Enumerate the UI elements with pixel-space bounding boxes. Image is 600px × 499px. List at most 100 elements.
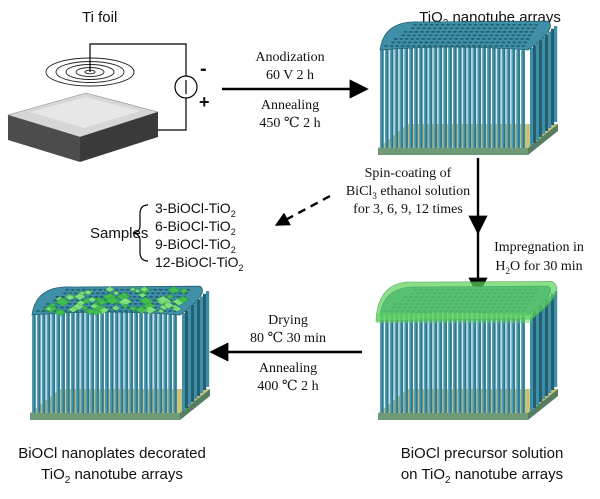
nanotube-shade xyxy=(68,312,70,413)
tube-opening xyxy=(534,23,539,26)
tube-opening xyxy=(429,23,434,26)
tube-opening xyxy=(510,45,515,47)
tube-opening xyxy=(528,23,533,26)
sample-item: 12-BiOCl-TiO2 xyxy=(155,254,244,273)
nanotube xyxy=(548,296,552,393)
nanotube-shade xyxy=(82,311,85,413)
nanotube-shade xyxy=(455,46,457,148)
samples-label: Samples xyxy=(90,225,148,242)
tube-opening xyxy=(471,27,476,30)
nanotube-highlight xyxy=(424,311,425,413)
nanotube-highlight xyxy=(463,46,464,149)
nanotube-highlight xyxy=(409,312,411,413)
biocl-nanoplate xyxy=(45,306,53,312)
biocl-nanoplate xyxy=(139,296,153,305)
tube-opening xyxy=(45,303,50,305)
tube-opening xyxy=(436,30,441,33)
tube-opening xyxy=(492,38,497,40)
tube-opening xyxy=(469,30,474,33)
tube-opening xyxy=(474,30,479,33)
tube-opening xyxy=(435,23,440,26)
tube-opening xyxy=(432,38,437,40)
nanotube-highlight xyxy=(521,50,523,148)
tube-opening xyxy=(404,38,409,40)
tube-opening xyxy=(517,23,522,26)
nanotube-highlight xyxy=(502,313,503,413)
biocl-nanoplate xyxy=(49,302,57,307)
tube-opening xyxy=(402,41,407,44)
nanotube-shade xyxy=(494,47,496,149)
nanotube xyxy=(191,304,195,402)
nanotube xyxy=(200,296,204,393)
nanotube-shade xyxy=(102,311,104,413)
nanotube-shade xyxy=(87,311,89,413)
tube-opening xyxy=(130,299,135,302)
nanotube-highlight xyxy=(443,46,445,149)
nanotube-shade xyxy=(464,311,467,413)
polarity-minus: - xyxy=(200,58,207,80)
tube-opening xyxy=(473,23,478,26)
tube-opening xyxy=(73,292,78,295)
tube-opening xyxy=(155,303,160,305)
tube-opening xyxy=(502,30,507,33)
tube-opening xyxy=(463,30,468,33)
step4-drying: Drying 80 ℃ 30 min Annealing 400 ℃ 2 h xyxy=(209,313,362,394)
nanotube-shade xyxy=(459,311,462,413)
substrate-side xyxy=(528,124,558,155)
tube-opening xyxy=(447,30,452,33)
nanotube-shade xyxy=(445,46,447,149)
tube-opening xyxy=(393,38,398,40)
nanotube-highlight xyxy=(511,314,513,413)
tube-opening xyxy=(80,310,84,312)
nanotube-shade xyxy=(141,312,143,413)
biocl-nanoplate xyxy=(83,289,93,296)
nanotube-highlight xyxy=(115,311,116,413)
tube-opening xyxy=(514,38,519,40)
tube-opening xyxy=(167,292,172,295)
tube-front-face xyxy=(32,311,177,413)
tube-opening xyxy=(427,27,432,30)
bottom-right-line2: on TiO2 nanotube arrays xyxy=(401,466,563,486)
nanotube-shade xyxy=(503,313,506,413)
tube-opening xyxy=(472,45,476,47)
tube-opening xyxy=(485,30,490,33)
tube-opening xyxy=(516,34,521,37)
biocl-nanoplate xyxy=(85,308,96,315)
tube-opening xyxy=(457,23,462,26)
nanotube-shade xyxy=(411,47,413,149)
nanotube xyxy=(548,31,552,128)
tube-opening xyxy=(438,27,443,30)
nanotube-highlight xyxy=(399,313,401,413)
tube-opening xyxy=(164,288,169,291)
nanotube-highlight xyxy=(419,46,421,148)
step4-line1: Drying xyxy=(268,313,308,328)
nanotube-highlight xyxy=(492,47,494,149)
nanotube-highlight xyxy=(404,312,406,413)
nanotube xyxy=(542,37,546,134)
nanotube-shade xyxy=(484,311,486,413)
tube-opening xyxy=(446,23,451,26)
tube-opening xyxy=(65,306,70,309)
nanotube-shade xyxy=(382,315,384,413)
tube-opening xyxy=(55,295,60,298)
biocl-nanoplate xyxy=(162,301,175,309)
nanotube-shade xyxy=(116,311,119,413)
nanotube-shade xyxy=(498,47,501,148)
tube-opening xyxy=(81,288,86,291)
nanotube-highlight xyxy=(163,314,165,413)
tube-opening xyxy=(417,45,421,47)
biocl-nanoplate xyxy=(111,305,121,311)
substrate-front xyxy=(378,413,528,420)
nanotube-shade xyxy=(494,312,496,413)
step3-line1: Impregnation in xyxy=(494,240,584,255)
tube-opening xyxy=(401,34,406,37)
step2-line1: Spin-coating of xyxy=(365,166,452,181)
tube-opening xyxy=(65,288,70,291)
tube-opening xyxy=(424,41,429,44)
tube-front-face xyxy=(380,311,525,413)
step4-line3: Annealing xyxy=(259,361,317,376)
nanotube-shade xyxy=(150,312,153,413)
nanotube xyxy=(539,39,543,137)
tube-opening xyxy=(59,306,64,309)
tube-opening xyxy=(450,34,455,37)
